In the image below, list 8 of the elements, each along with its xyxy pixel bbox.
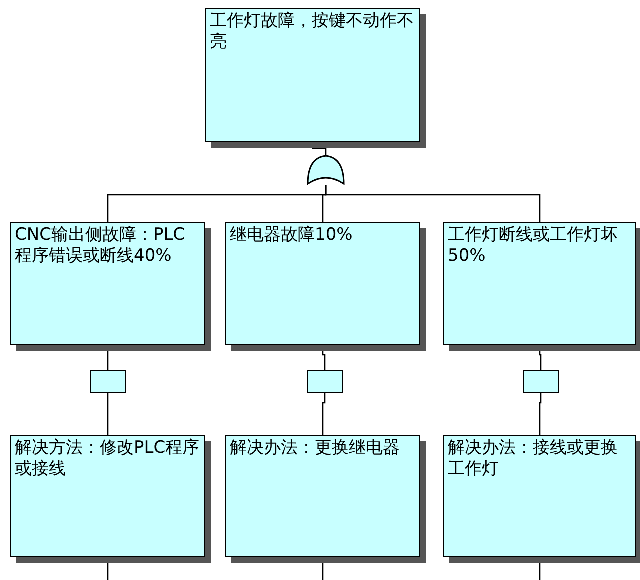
connector-line [539,393,542,435]
connector-box [307,370,343,393]
connector-line [107,393,109,435]
connector-line [325,185,541,222]
connector-box [523,370,559,393]
connector-box [90,370,126,393]
or-gate-symbol [307,155,345,185]
connector-line [322,393,326,435]
